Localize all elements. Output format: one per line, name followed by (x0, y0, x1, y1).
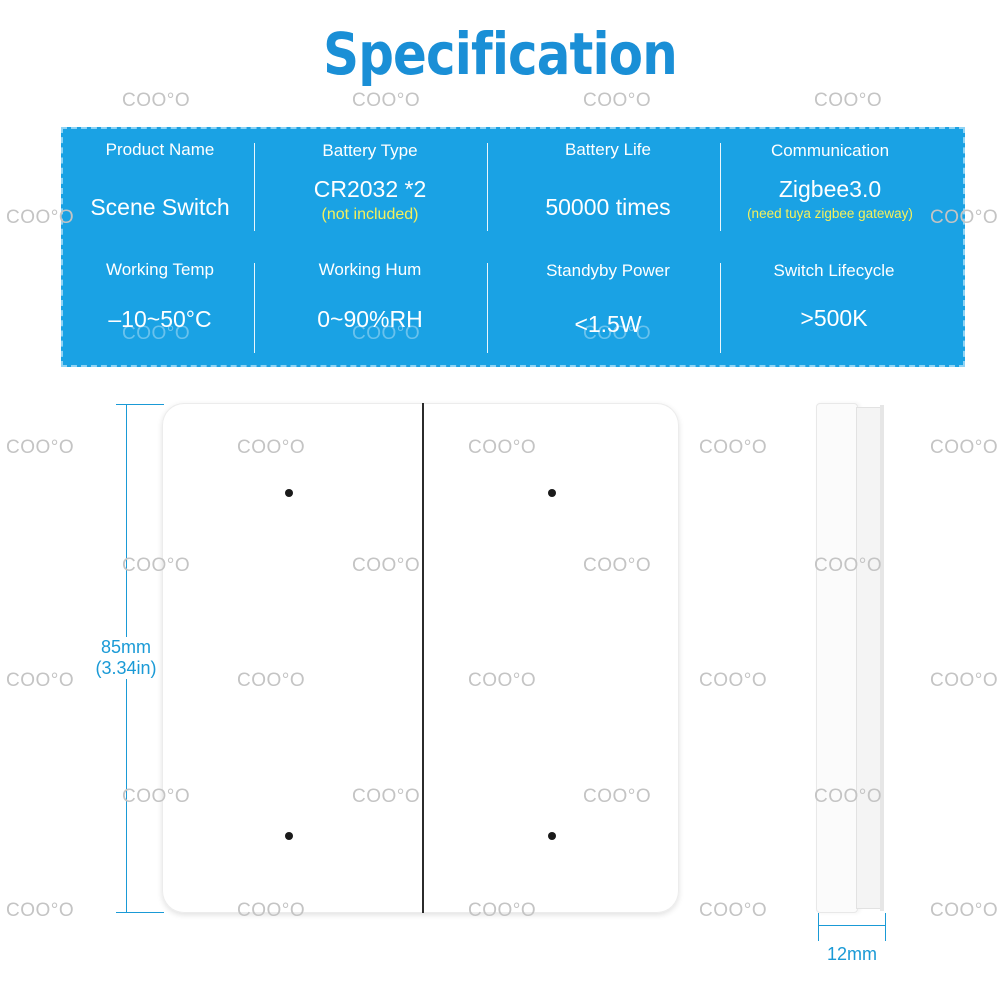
switch-button-split (422, 403, 424, 913)
column-divider (720, 263, 721, 353)
watermark: COO°O (6, 670, 75, 691)
column-divider (720, 143, 721, 231)
spec-label: Battery Life (565, 140, 651, 159)
watermark: COO°O (814, 90, 883, 111)
watermark: COO°O (699, 900, 768, 921)
button-indicator-dot (548, 832, 556, 840)
watermark: COO°O (814, 555, 883, 576)
column-divider (487, 263, 488, 353)
watermark: COO°O (699, 437, 768, 458)
spec-switch-lifecycle: Switch Lifecycle >500K (734, 261, 934, 332)
spec-label: Working Temp (105, 260, 215, 279)
spec-value: 50000 times (545, 194, 671, 220)
watermark: COO°O (6, 207, 75, 228)
watermark: COO°O (583, 90, 652, 111)
watermark: COO°O (352, 323, 421, 344)
watermark: COO°O (468, 670, 537, 691)
watermark: COO°O (583, 323, 652, 344)
watermark: COO°O (930, 900, 999, 921)
watermark: COO°O (237, 670, 306, 691)
spec-value: <1.5W (574, 311, 642, 337)
spec-note: (not included) (321, 206, 419, 223)
spec-standby-power: Standyby Power <1.5W (510, 261, 706, 338)
column-divider (254, 263, 255, 353)
switch-side-view (816, 403, 858, 913)
spec-label: Product Name (105, 140, 215, 159)
watermark: COO°O (814, 786, 883, 807)
spec-communication: Communication Zigbee3.0 (need tuya zigbe… (724, 141, 936, 221)
height-in: (3.34in) (95, 658, 157, 678)
watermark: COO°O (122, 323, 191, 344)
column-divider (254, 143, 255, 231)
watermark: COO°O (468, 900, 537, 921)
watermark: COO°O (583, 786, 652, 807)
button-indicator-dot (285, 832, 293, 840)
watermark: COO°O (6, 437, 75, 458)
watermark: COO°O (930, 437, 999, 458)
switch-side-flange (856, 407, 884, 909)
height-mm: 85mm (100, 637, 151, 657)
height-dimension-label: 85mm (3.34in) (80, 637, 172, 679)
watermark: COO°O (6, 900, 75, 921)
watermark: COO°O (122, 786, 191, 807)
spec-value: CR2032 *2 (313, 176, 427, 202)
watermark: COO°O (699, 670, 768, 691)
depth-dimension-label: 12mm (826, 944, 877, 964)
depth-dimension-line (818, 925, 886, 926)
height-dimension-tick (116, 404, 164, 405)
column-divider (487, 143, 488, 231)
watermark: COO°O (352, 786, 421, 807)
page-title: Specification (323, 20, 678, 88)
spec-value: Zigbee3.0 (778, 176, 882, 202)
spec-battery-type: Battery Type CR2032 *2 (not included) (274, 141, 466, 224)
depth-dimension-tick (885, 913, 886, 941)
watermark: COO°O (352, 90, 421, 111)
watermark: COO°O (122, 555, 191, 576)
spec-label: Switch Lifecycle (773, 261, 895, 280)
height-dimension-tick (116, 912, 164, 913)
spec-working-temp: Working Temp –10~50°C (64, 260, 256, 333)
spec-product-name: Product Name Scene Switch (64, 140, 256, 221)
spec-value: –10~50°C (108, 306, 212, 332)
watermark: COO°O (352, 555, 421, 576)
switch-front-view (162, 403, 679, 913)
button-indicator-dot (285, 489, 293, 497)
watermark: COO°O (583, 555, 652, 576)
spec-value: >500K (800, 305, 868, 331)
spec-value: 0~90%RH (317, 306, 423, 332)
spec-battery-life: Battery Life 50000 times (510, 140, 706, 221)
spec-label: Working Hum (318, 260, 422, 279)
spec-value: Scene Switch (90, 194, 230, 220)
button-indicator-dot (548, 489, 556, 497)
spec-note: (need tuya zigbee gateway) (747, 206, 913, 221)
watermark: COO°O (237, 437, 306, 458)
watermark: COO°O (122, 90, 191, 111)
spec-label: Standyby Power (546, 261, 670, 280)
spec-working-hum: Working Hum 0~90%RH (274, 260, 466, 333)
watermark: COO°O (468, 437, 537, 458)
watermark: COO°O (237, 900, 306, 921)
spec-label: Battery Type (322, 141, 418, 160)
switch-side-edge (880, 405, 884, 911)
spec-label: Communication (770, 141, 890, 160)
watermark: COO°O (930, 207, 999, 228)
watermark: COO°O (930, 670, 999, 691)
spec-panel (61, 127, 965, 367)
depth-dimension-tick (818, 913, 819, 941)
